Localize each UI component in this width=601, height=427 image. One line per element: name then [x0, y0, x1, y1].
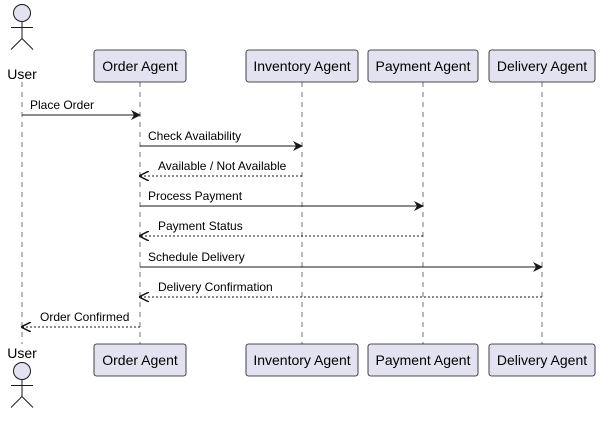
message-label: Schedule Delivery	[148, 250, 245, 264]
participant-payment-top: Payment Agent	[367, 49, 479, 83]
participant-box	[488, 49, 596, 83]
participant-box	[367, 49, 479, 83]
participant-label: Payment Agent	[376, 352, 471, 368]
participant-label: Inventory Agent	[253, 352, 350, 368]
actor-top: User	[7, 4, 37, 82]
message-order-confirmed: Order Confirmed	[22, 310, 140, 327]
participant-label: Order Agent	[102, 352, 178, 368]
participant-label: Inventory Agent	[253, 58, 350, 74]
message-delivery-confirmation: Delivery Confirmation	[140, 280, 542, 297]
actor-bottom: User	[7, 345, 37, 408]
actor-leg-left	[10, 38, 23, 50]
participant-box	[367, 343, 479, 377]
participant-box	[488, 343, 596, 377]
message-label: Delivery Confirmation	[158, 280, 273, 294]
message-label: Place Order	[30, 98, 94, 112]
actor-leg-right	[21, 38, 34, 50]
participant-order-top: Order Agent	[93, 49, 187, 83]
participant-label: Delivery Agent	[497, 58, 587, 74]
actor-head	[13, 4, 31, 22]
actor-leg-left	[10, 396, 23, 408]
participants-bottom: User Order Agent Inventory Agent Payment Ag…	[7, 343, 596, 408]
message-label: Order Confirmed	[40, 310, 129, 324]
participant-delivery-top: Delivery Agent	[488, 49, 596, 83]
participant-box	[93, 343, 187, 377]
participant-label: Delivery Agent	[497, 352, 587, 368]
participant-label: Payment Agent	[376, 58, 471, 74]
actor-leg-right	[21, 396, 34, 408]
actor-head	[13, 362, 31, 380]
message-label: Payment Status	[158, 219, 243, 233]
actor-label-bottom: User	[7, 345, 37, 361]
message-check-availability: Check Availability	[140, 129, 303, 151]
message-process-payment: Process Payment	[140, 189, 424, 211]
message-available-not-available: Available / Not Available	[140, 159, 302, 176]
actor-label-top: User	[7, 66, 37, 82]
message-label: Process Payment	[148, 189, 243, 203]
participant-payment-bottom: Payment Agent	[367, 343, 479, 377]
lifelines	[21, 82, 543, 344]
participant-box	[245, 49, 359, 83]
message-label: Available / Not Available	[158, 159, 287, 173]
participant-inventory-bottom: Inventory Agent	[245, 343, 359, 377]
participants-top: User Order Agent Inventory Agent Payment Ag…	[7, 4, 596, 83]
participant-delivery-bottom: Delivery Agent	[488, 343, 596, 377]
message-payment-status: Payment Status	[140, 219, 423, 236]
message-place-order: Place Order	[22, 98, 141, 120]
participant-box	[93, 49, 187, 83]
participant-box	[245, 343, 359, 377]
message-label: Check Availability	[148, 129, 241, 143]
message-schedule-delivery: Schedule Delivery	[140, 250, 543, 272]
participant-order-bottom: Order Agent	[93, 343, 187, 377]
participant-inventory-top: Inventory Agent	[245, 49, 359, 83]
participant-label: Order Agent	[102, 58, 178, 74]
